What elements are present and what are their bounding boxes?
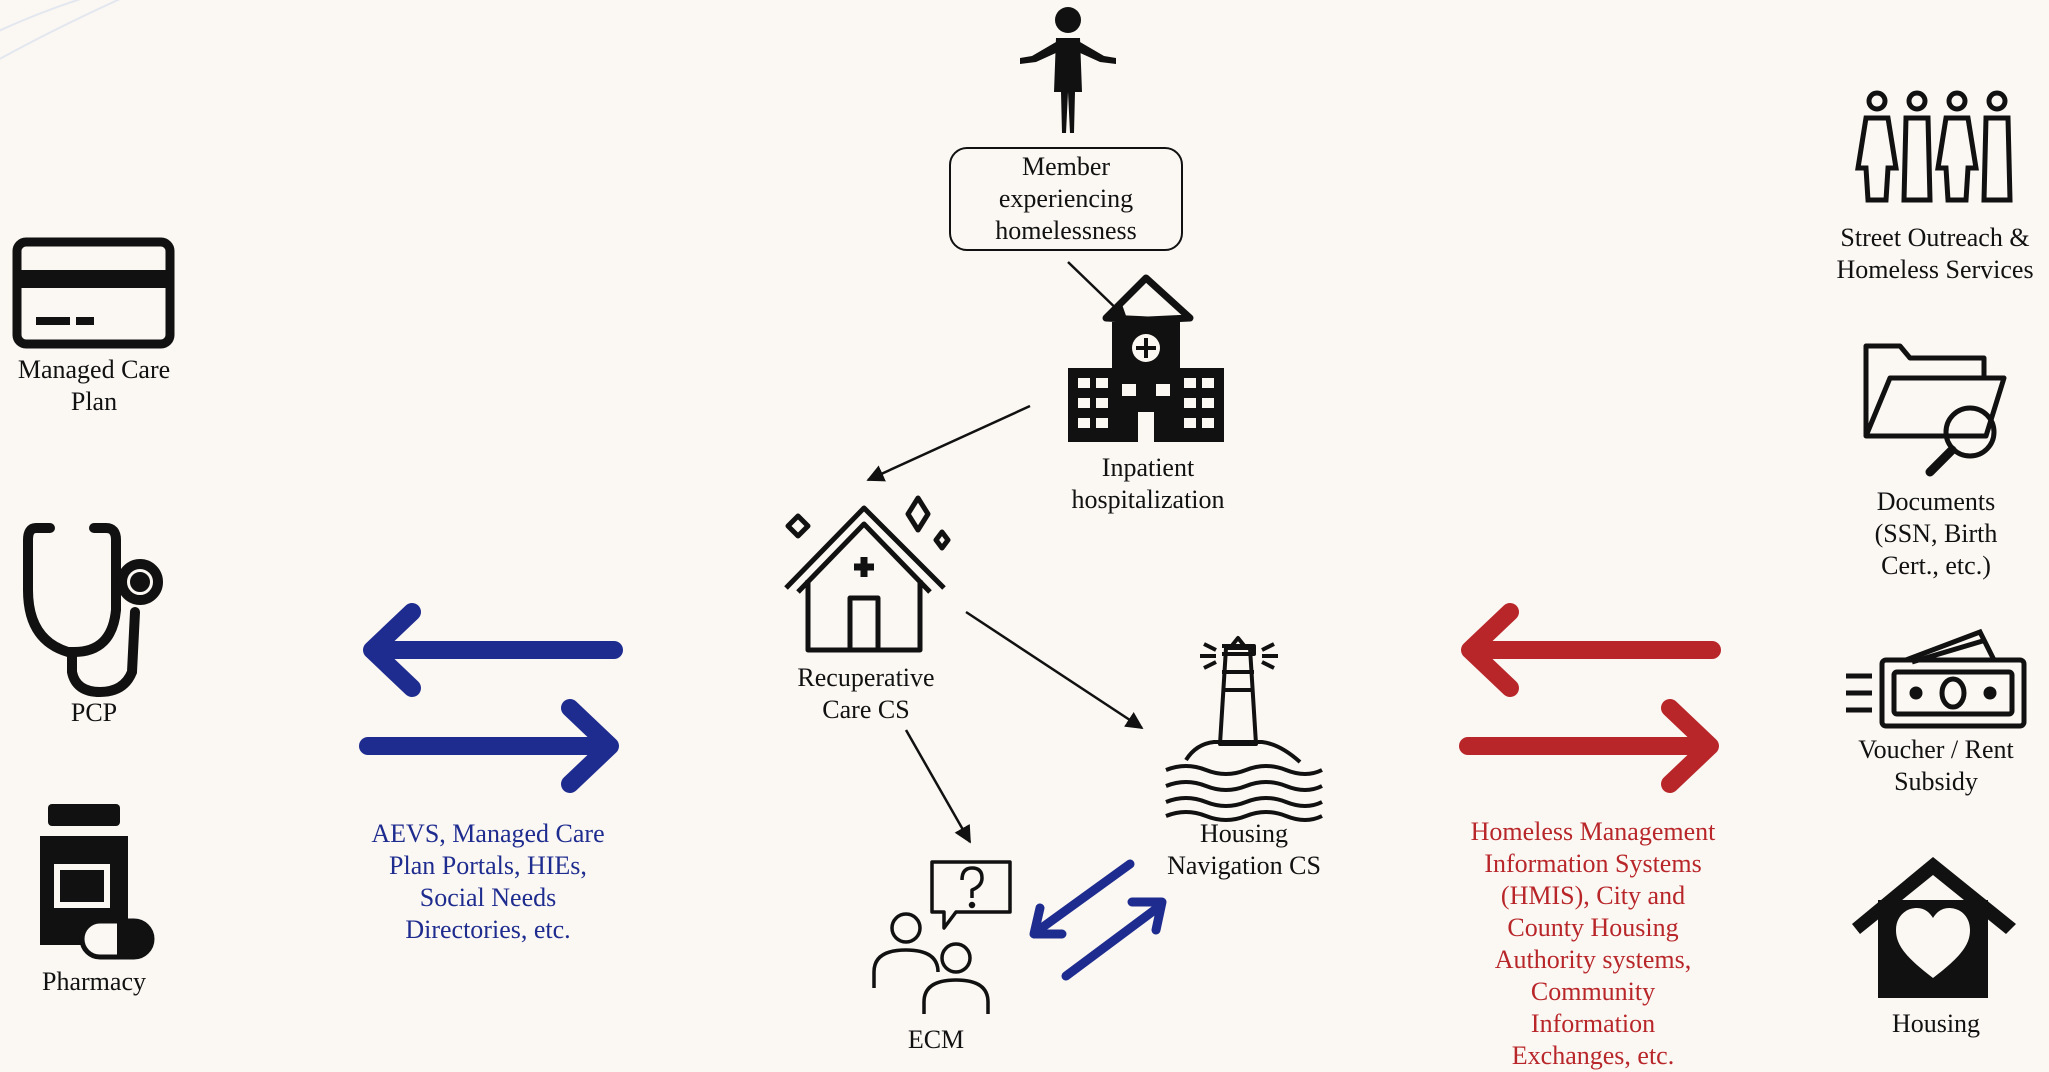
ecm-label: ECM bbox=[907, 1025, 965, 1054]
people-group-icon bbox=[1855, 90, 2013, 203]
navigation-label: Housing Navigation CS bbox=[1167, 819, 1321, 880]
housing-label: Housing bbox=[1891, 1009, 1981, 1038]
pill-bottle-icon bbox=[40, 804, 155, 960]
managed-care-plan-label: Managed Care Plan bbox=[17, 355, 171, 416]
hospital-icon bbox=[1068, 274, 1224, 442]
inpatient-label: Inpatient hospitalization bbox=[1071, 453, 1225, 514]
decorative-arcs bbox=[0, 0, 121, 60]
left-exchange-arrows bbox=[359, 603, 623, 793]
stethoscope-icon bbox=[23, 523, 163, 698]
person-icon bbox=[1020, 7, 1116, 133]
documents-label: Documents (SSN, Birth Cert., etc.) bbox=[1874, 487, 1998, 580]
left-exchange-label: AEVS, Managed Care Plan Portals, HIEs, S… bbox=[371, 819, 605, 944]
credit-card-icon bbox=[12, 237, 175, 349]
house-heart-icon bbox=[1852, 857, 2016, 998]
ecm-navigation-arrows bbox=[1029, 859, 1167, 981]
pcp-label: PCP bbox=[70, 698, 118, 727]
right-exchange-label: Homeless Management Information Systems … bbox=[1470, 817, 1716, 1070]
recuperative-label: Recuperative Care CS bbox=[797, 663, 935, 724]
lighthouse-icon bbox=[1165, 636, 1323, 822]
street-outreach-label: Street Outreach & Homeless Services bbox=[1836, 223, 2034, 284]
right-exchange-arrows bbox=[1459, 603, 1721, 793]
flow-arrows bbox=[866, 261, 1144, 844]
folder-search-icon bbox=[1863, 343, 2007, 477]
voucher-label: Voucher / Rent Subsidy bbox=[1858, 735, 2014, 796]
member-box: Member experiencing homelessness bbox=[949, 147, 1183, 251]
clean-house-icon bbox=[784, 495, 951, 653]
people-question-icon bbox=[872, 860, 1012, 1014]
money-icon bbox=[1846, 628, 2027, 729]
pharmacy-label: Pharmacy bbox=[42, 967, 146, 996]
